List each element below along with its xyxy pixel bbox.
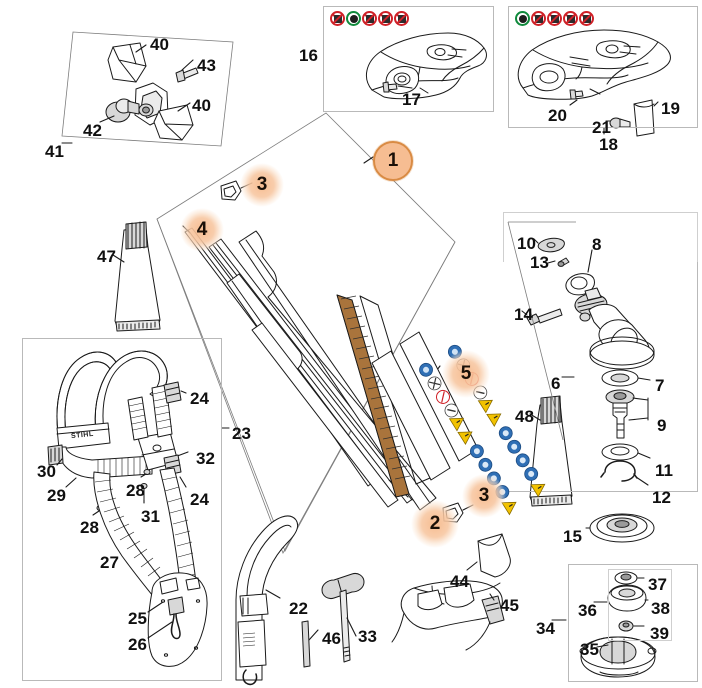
part-number-label: 42 — [83, 121, 102, 140]
part-number-label: 12 — [652, 488, 671, 507]
part-number-label: 47 — [97, 247, 116, 266]
read-manual-icon — [346, 11, 361, 26]
mowing-head-inner-panel-36 — [608, 569, 672, 641]
highlight-callout-3[interactable]: 3 — [462, 474, 506, 518]
part-number-label: 48 — [515, 407, 534, 426]
part-number-label: 39 — [650, 624, 669, 643]
read-manual-icon — [515, 11, 530, 26]
no-entry-icon — [394, 11, 409, 26]
part-number-label: 28 — [80, 518, 99, 537]
part-number-label: 13 — [530, 253, 549, 272]
highlight-callout-1[interactable]: 1 — [373, 141, 413, 181]
no-hands-icon — [330, 11, 345, 26]
part-number-label: 29 — [47, 486, 66, 505]
part-number-label: 46 — [322, 629, 341, 648]
part-number-label: 8 — [592, 235, 602, 254]
part-number-label: 31 — [141, 507, 160, 526]
part-number-label: 45 — [500, 596, 519, 615]
part-number-label: 19 — [661, 99, 680, 118]
part-number-label: 11 — [655, 461, 673, 480]
part-number-label: 20 — [548, 106, 567, 125]
highlight-callout-3[interactable]: 3 — [240, 163, 284, 207]
highlight-callout-5[interactable]: 5 — [442, 350, 490, 398]
warning-icon-strip-16 — [330, 11, 409, 26]
part-number-label: 7 — [655, 376, 665, 395]
part-number-label: 33 — [358, 627, 377, 646]
part-number-label: 6 — [551, 374, 561, 393]
part-number-label: 14 — [514, 305, 533, 324]
highlight-callout-2[interactable]: 2 — [411, 500, 459, 548]
highlight-callout-4[interactable]: 4 — [180, 208, 224, 252]
part-number-label: 17 — [402, 90, 421, 109]
part-number-label: 37 — [648, 575, 667, 594]
part-number-label: 35 — [580, 640, 599, 659]
part-number-label: 34 — [536, 619, 555, 638]
mowing-head-panel-34 — [568, 564, 698, 682]
no-tools-icon — [547, 11, 562, 26]
part-number-label: 30 — [37, 462, 56, 481]
part-number-label: 25 — [128, 609, 147, 628]
gearhead-panel-6 — [503, 212, 698, 492]
gearhead-top-frame — [503, 212, 698, 262]
part-number-label: 40 — [192, 96, 211, 115]
no-blade-icon — [563, 11, 578, 26]
part-number-label: 27 — [100, 553, 119, 572]
harness-panel-23 — [22, 338, 222, 681]
part-number-label: 28 — [126, 481, 145, 500]
part-number-label: 26 — [128, 635, 147, 654]
part-number-label: 41 — [45, 142, 64, 161]
part-number-label: 18 — [599, 135, 618, 154]
muffler-shield-panel-16 — [323, 6, 494, 112]
part-number-label: 36 — [578, 601, 597, 620]
no-tools-icon — [362, 11, 377, 26]
part-number-label: 16 — [299, 46, 318, 65]
part-number-label: 32 — [196, 449, 215, 468]
part-number-label: 10 — [517, 234, 536, 253]
part-number-label: 43 — [197, 56, 216, 75]
part-number-label: 23 — [232, 424, 251, 443]
no-entry-icon — [579, 11, 594, 26]
warning-icon-strip-18 — [515, 11, 594, 26]
no-blade-icon — [378, 11, 393, 26]
part-number-label: 40 — [150, 35, 169, 54]
part-number-label: 21 — [592, 118, 611, 137]
no-hands-icon — [531, 11, 546, 26]
muffler-shield-panel-18 — [508, 6, 698, 128]
part-number-label: 38 — [651, 599, 670, 618]
part-number-label: 9 — [657, 416, 667, 435]
part-number-label: 24 — [190, 490, 209, 509]
part-number-label: 15 — [563, 527, 582, 546]
part-number-label: 44 — [450, 572, 469, 591]
part-number-label: 22 — [289, 599, 308, 618]
part-number-label: 24 — [190, 389, 209, 408]
